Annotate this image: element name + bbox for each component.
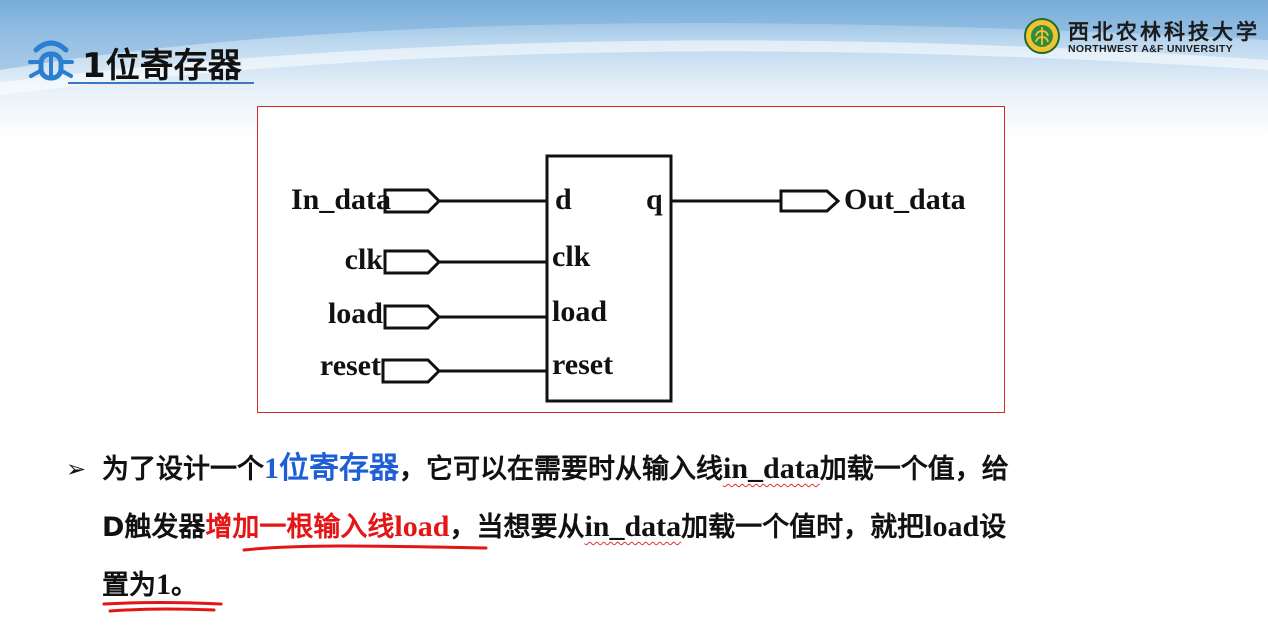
input-port-arrow — [383, 304, 442, 330]
code-load: load — [924, 510, 980, 543]
highlight-load: load — [394, 510, 450, 543]
code-in-data: in_data — [584, 510, 682, 543]
label-load: load — [328, 297, 383, 330]
text-segment: 。 — [171, 570, 198, 601]
input-port-load: load — [328, 297, 547, 330]
block-port-load: load — [552, 295, 607, 328]
text-segment: 为了设计一个 — [102, 454, 264, 485]
label-out-data: Out_data — [844, 183, 966, 216]
bullet-arrow-icon: ➢ — [66, 455, 87, 483]
label-reset: reset — [320, 349, 381, 382]
logo-english-name: NORTHWEST A&F UNIVERSITY — [1068, 43, 1233, 55]
text-segment: 加载一个值，给 — [819, 454, 1009, 485]
university-seal-icon — [1024, 18, 1060, 54]
paragraph-line-3: 置为1。 — [102, 556, 198, 615]
input-port-in-data: In_data — [291, 183, 547, 216]
highlight-add-input-line: 增加一根输入线 — [205, 512, 395, 543]
text-segment: ，当想要从 — [449, 512, 585, 543]
text-segment: D触发器 — [102, 512, 206, 543]
code-in-data: in_data — [723, 452, 820, 485]
block-port-q: q — [646, 183, 663, 216]
block-port-d: d — [555, 183, 572, 216]
input-port-arrow — [383, 188, 442, 214]
input-port-arrow — [383, 249, 442, 275]
label-in-data: In_data — [291, 183, 391, 216]
register-diagram-svg: In_data clk load reset d clk load reset … — [291, 154, 966, 403]
title-underline — [68, 82, 254, 84]
output-port-out-data: Out_data — [671, 183, 966, 216]
paragraph-line-2: D触发器增加一根输入线load，当想要从in_data加载一个值时，就把load… — [102, 498, 1006, 557]
text-segment: 置为 — [102, 570, 156, 601]
highlight-1bit-register: 1位寄存器 — [264, 452, 399, 485]
block-port-reset: reset — [552, 348, 613, 381]
paragraph-line-1: 为了设计一个1位寄存器，它可以在需要时从输入线in_data加载一个值，给 — [102, 440, 1009, 499]
input-port-arrow — [381, 358, 442, 384]
input-port-clk: clk — [345, 243, 547, 276]
flip-flop-block — [545, 154, 673, 403]
text-segment: 加载一个值时，就把 — [681, 512, 925, 543]
bug-icon — [28, 40, 74, 81]
text-segment: 1 — [156, 568, 171, 601]
output-port-arrow — [779, 189, 841, 213]
university-logo: 西北农林科技大学 NORTHWEST A&F UNIVERSITY — [1022, 16, 1258, 60]
page-title: 1位寄存器 — [82, 46, 242, 86]
text-segment: 设 — [979, 512, 1007, 543]
text-segment: 1位寄存器 — [264, 452, 399, 485]
register-diagram: In_data clk load reset d clk load reset … — [257, 106, 1005, 413]
text-segment: ，它可以在需要时从输入线 — [399, 454, 723, 485]
block-port-clk: clk — [552, 240, 591, 273]
logo-chinese-name: 西北农林科技大学 — [1068, 19, 1260, 44]
label-clk: clk — [345, 243, 384, 276]
input-port-reset: reset — [320, 349, 547, 384]
